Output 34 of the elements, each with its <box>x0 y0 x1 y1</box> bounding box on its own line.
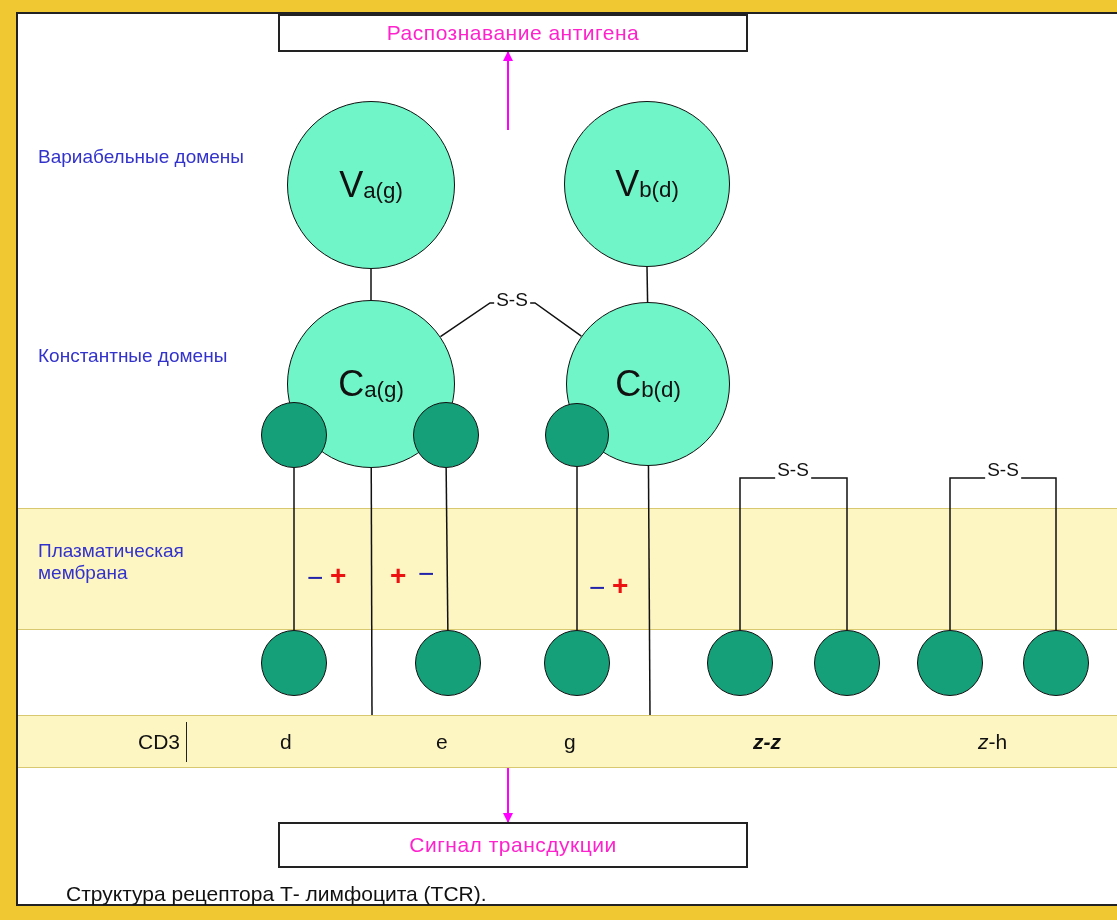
charge-sign: + <box>330 562 347 590</box>
chain-label: z-z <box>753 730 781 754</box>
side-label: Вариабельные домены <box>38 146 245 168</box>
connector-line <box>370 467 373 716</box>
chain-label: d <box>280 730 292 754</box>
text-box <box>278 822 748 868</box>
caption: Структура рецептора Т- лимфоцита (TCR). <box>66 882 487 906</box>
charge-sign: + <box>390 562 407 590</box>
chain-band <box>18 715 1117 768</box>
connector-line <box>576 466 578 631</box>
chain-label: CD3 <box>138 722 187 762</box>
edge-label: S-S <box>985 460 1021 480</box>
connector-line <box>445 467 449 631</box>
arrow <box>503 767 513 823</box>
box-label: Распознавание антигена <box>386 21 640 45</box>
connector-line <box>293 467 295 631</box>
charge-sign: + <box>612 572 629 600</box>
charge-sign: − <box>307 564 324 592</box>
charge-sign: − <box>418 560 435 588</box>
chain-label: g <box>564 730 576 754</box>
arrow <box>503 51 513 131</box>
connector-line <box>370 268 372 301</box>
connector-line <box>647 465 651 716</box>
side-label: Константные домены <box>38 345 229 367</box>
chain-label: z-h <box>978 730 1008 754</box>
charge-sign: − <box>589 574 606 602</box>
side-label: Плазматическая мембрана <box>38 540 185 584</box>
connector-line <box>739 477 848 631</box>
connector-line <box>949 477 1057 631</box>
edge-label: S-S <box>775 460 811 480</box>
text-box <box>278 14 748 52</box>
chain-label: e <box>436 730 448 754</box>
box-label: Сигнал трансдукции <box>409 833 617 857</box>
connector-line <box>646 266 649 303</box>
